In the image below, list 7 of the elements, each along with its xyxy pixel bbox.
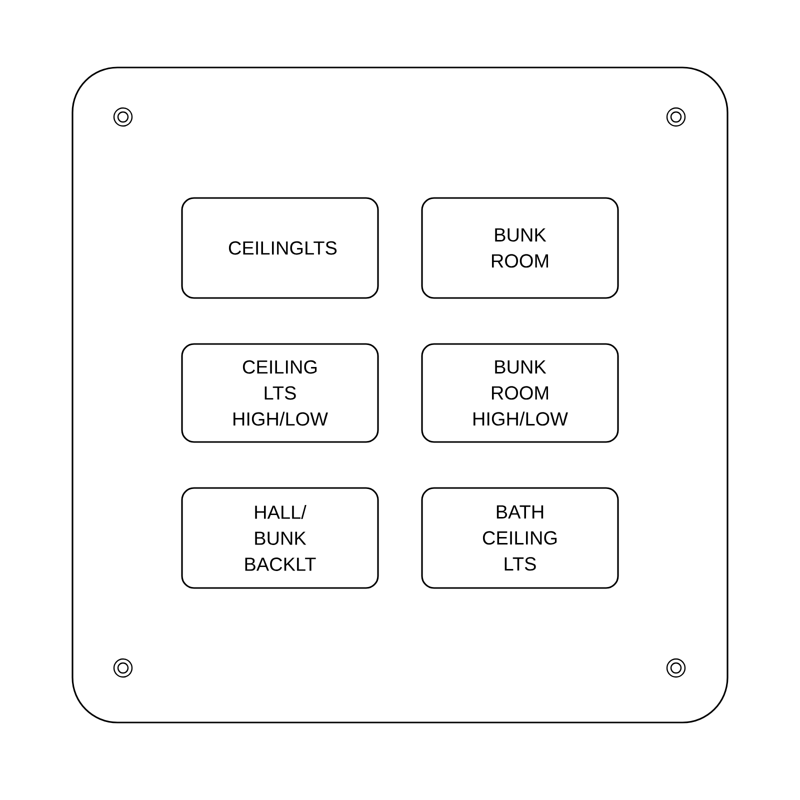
switch-button: HALL/ BUNK BACKLT (181, 487, 379, 589)
switch-button: CEILING LTS HIGH/LOW (181, 343, 379, 443)
panel-plate (72, 66, 728, 724)
switch-button: CEILINGLTS (181, 197, 379, 299)
switch-button: BATH CEILING LTS (421, 487, 619, 589)
switch-button: BUNK ROOM HIGH/LOW (421, 343, 619, 443)
switch-button: BUNK ROOM (421, 197, 619, 299)
